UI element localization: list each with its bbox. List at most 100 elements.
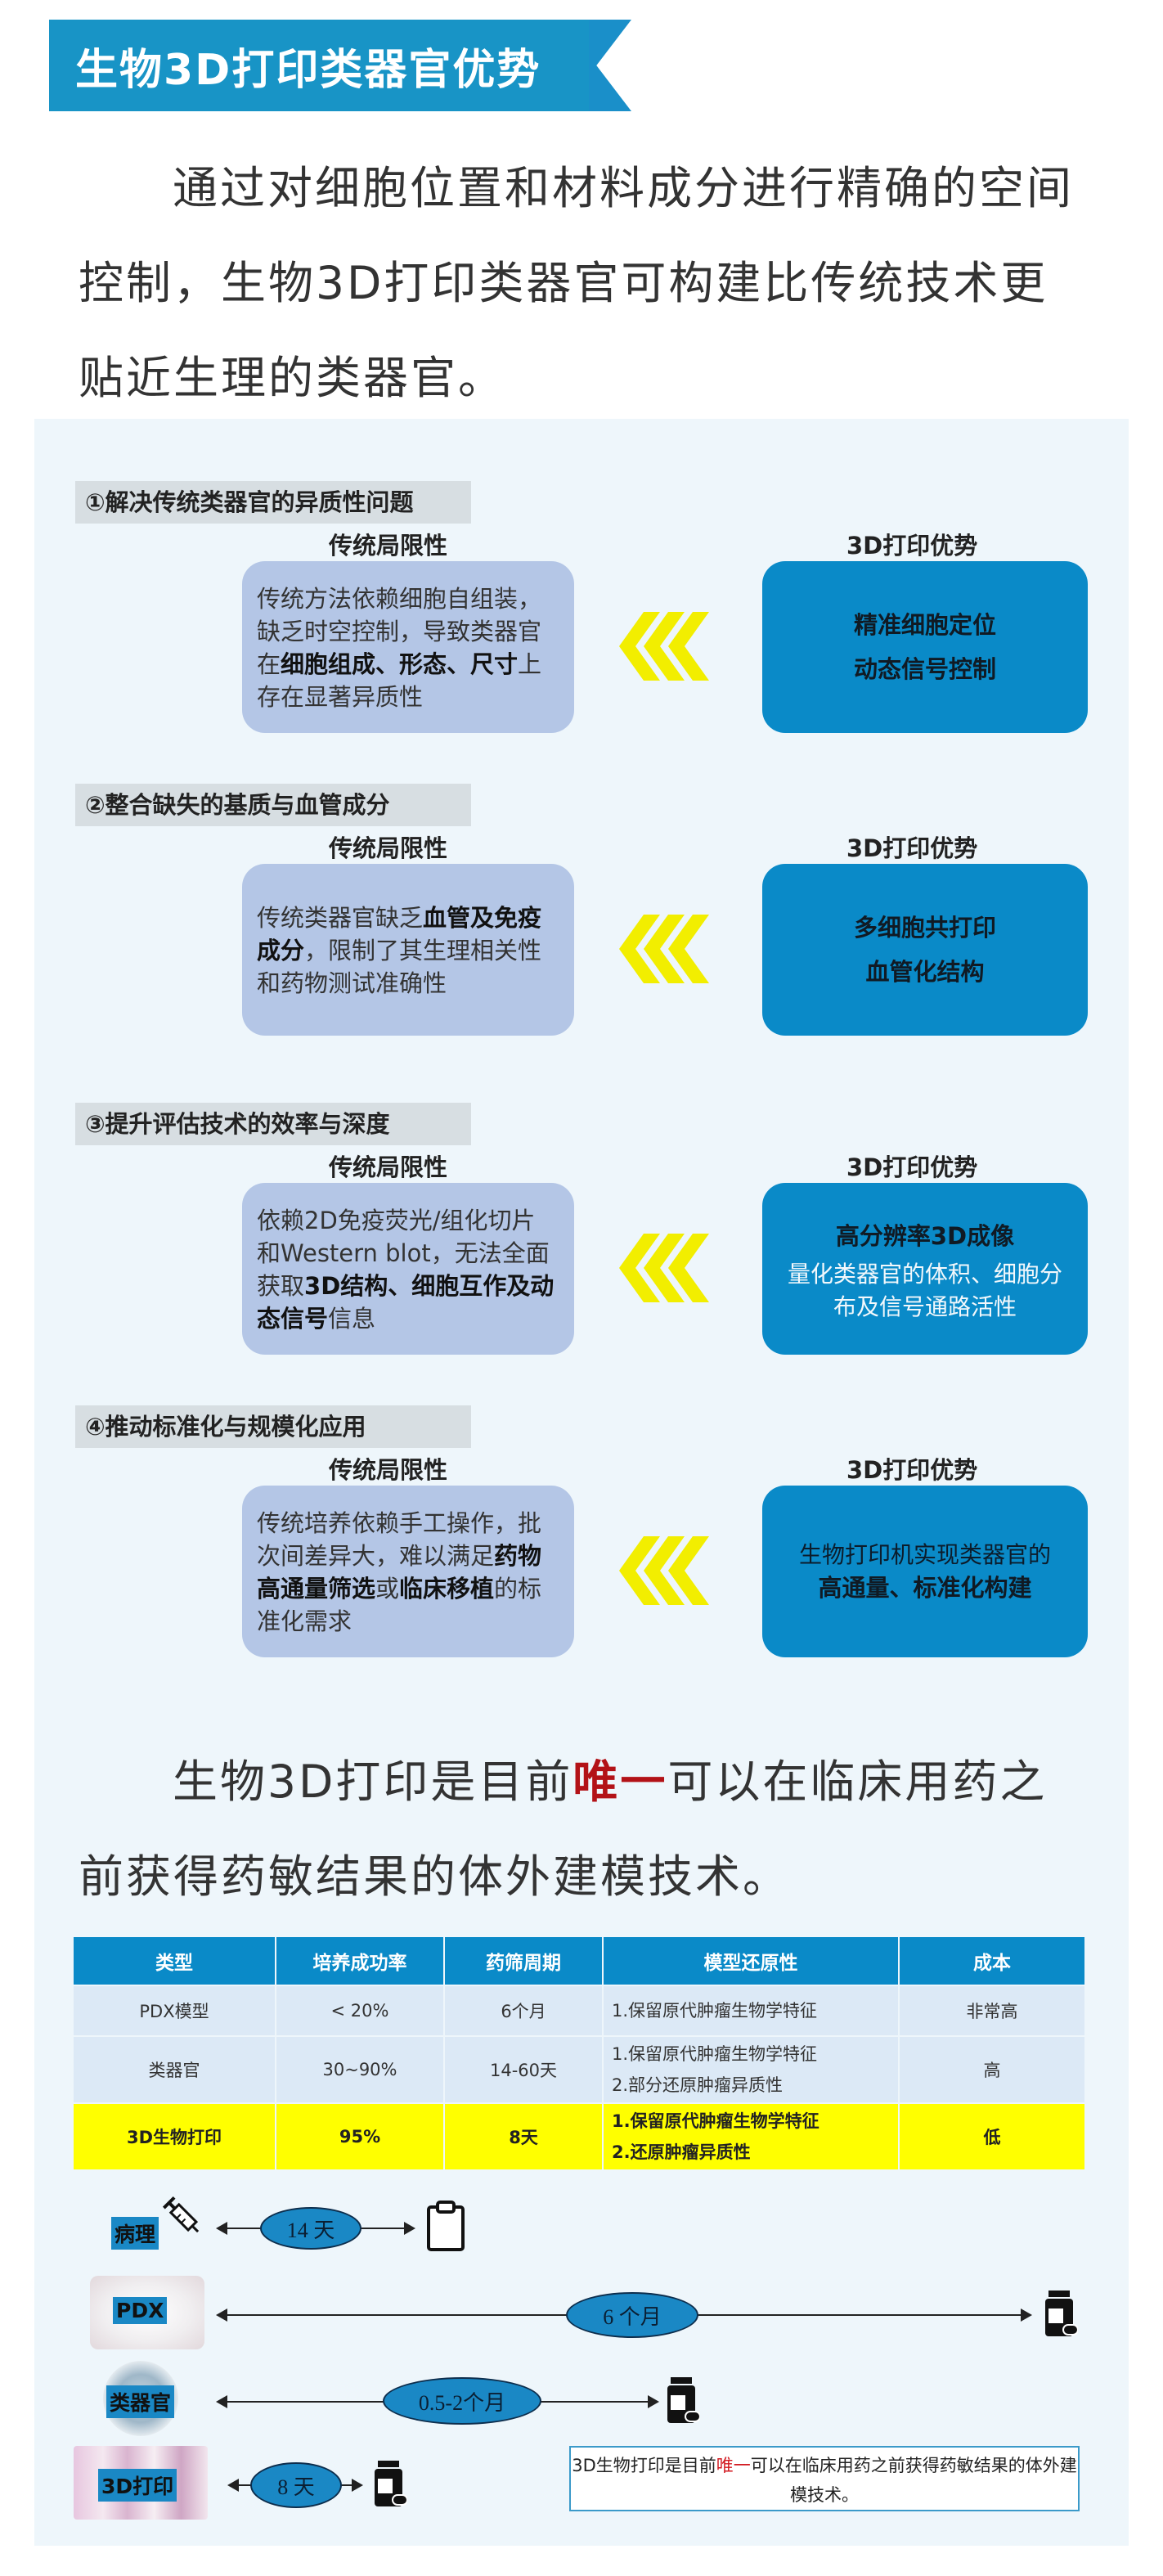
intro-paragraph: 通过对细胞位置和材料成分进行精确的空间控制，生物3D打印类器官可构建比传统技术更… bbox=[79, 162, 1075, 404]
printing-advantage-heading: 3D打印优势 bbox=[846, 1456, 978, 1484]
statement-highlight: 唯一 bbox=[573, 1756, 668, 1808]
table-cell: 1.保留原代肿瘤生物学特征 bbox=[604, 1986, 898, 2035]
section-standardization: ④推动标准化与规模化应用 传统局限性 3D打印优势 传统培养依赖手工操作，批次间… bbox=[75, 1405, 1098, 1700]
left-chevrons-icon bbox=[619, 915, 709, 983]
advantage-line: 高分辨率3D成像 bbox=[835, 1222, 1015, 1250]
title-banner: 生物3D打印类器官优势 bbox=[49, 20, 631, 111]
advantage-line: 高通量、标准化构建 bbox=[818, 1574, 1032, 1602]
section-heterogeneity: ①解决传统类器官的异质性问题 传统局限性 3D打印优势 传统方法依赖细胞自组装，… bbox=[75, 481, 1098, 775]
column-header: 药筛周期 bbox=[445, 1937, 602, 1985]
printing-advantage-heading: 3D打印优势 bbox=[846, 1153, 978, 1181]
comparison-table: 类型 培养成功率 药筛周期 模型还原性 成本 PDX模型 < 20% 6个月 1… bbox=[72, 1935, 1086, 2171]
limits-text: 传统类器官缺乏 bbox=[257, 904, 424, 932]
section-title: ③提升评估技术的效率与深度 bbox=[75, 1103, 471, 1145]
timeline-label-organoid: 类器官 bbox=[106, 2385, 175, 2418]
table-cell: 14-60天 bbox=[445, 2037, 602, 2102]
page-title: 生物3D打印类器官优势 bbox=[75, 45, 541, 95]
limits-text: 传统培养依赖手工操作，批次间差异大，难以满足 bbox=[257, 1509, 542, 1570]
advantage-subtext: 生物打印机实现类器官的 bbox=[798, 1541, 1051, 1568]
timeline-label-3d-print: 3D打印 bbox=[98, 2469, 177, 2502]
arrow-left-icon bbox=[216, 2395, 227, 2408]
printing-advantage-box: 精准细胞定位 动态信号控制 bbox=[762, 561, 1088, 733]
arrow-left-icon bbox=[227, 2479, 239, 2492]
limits-text-end: ，限制了其生理相关性和药物测试准确性 bbox=[257, 937, 542, 997]
syringe-icon bbox=[162, 2196, 200, 2233]
table-cell: 6个月 bbox=[445, 1986, 602, 2035]
section-matrix-vascular: ②整合缺失的基质与血管成分 传统局限性 3D打印优势 传统类器官缺乏血管及免疫成… bbox=[75, 784, 1098, 1078]
limits-text-end: 的标准化需求 bbox=[257, 1575, 542, 1635]
table-cell: PDX模型 bbox=[74, 1986, 275, 2035]
summary-box: 3D生物打印是目前唯一可以在临床用药之前获得药敏结果的体外建模技术。 bbox=[569, 2446, 1080, 2511]
duration-oval: 8 天 bbox=[250, 2462, 342, 2508]
table-cell: 95% bbox=[276, 2104, 443, 2169]
printing-advantage-heading: 3D打印优势 bbox=[846, 834, 978, 862]
limits-bold: 临床移植 bbox=[399, 1575, 495, 1603]
printing-advantage-box: 生物打印机实现类器官的 高通量、标准化构建 bbox=[762, 1486, 1088, 1657]
printing-advantage-box: 多细胞共打印 血管化结构 bbox=[762, 864, 1088, 1036]
duration-oval: 0.5-2个月 bbox=[383, 2377, 541, 2425]
table-row: 类器官 30~90% 14-60天 1.保留原代肿瘤生物学特征 2.部分还原肿瘤… bbox=[74, 2037, 1084, 2102]
arrow-right-icon bbox=[648, 2395, 659, 2408]
advantage-line: 精准细胞定位 bbox=[853, 611, 996, 639]
table-row-highlight: 3D生物打印 95% 8天 1.保留原代肿瘤生物学特征 2.还原肿瘤异质性 低 bbox=[74, 2104, 1084, 2169]
advantage-line: 血管化结构 bbox=[865, 958, 985, 986]
traditional-limits-box: 传统类器官缺乏血管及免疫成分，限制了其生理相关性和药物测试准确性 bbox=[242, 864, 574, 1036]
medicine-bottle-icon bbox=[1045, 2291, 1078, 2336]
fidelity-item: 1.保留原代肿瘤生物学特征 bbox=[612, 2111, 819, 2131]
limits-bold: 药物高通量筛选 bbox=[257, 1542, 542, 1603]
fidelity-item: 1.保留原代肿瘤生物学特征 bbox=[612, 2044, 818, 2064]
traditional-limits-heading: 传统局限性 bbox=[329, 834, 448, 862]
arrow-right-icon bbox=[404, 2222, 415, 2235]
table-cell: 类器官 bbox=[74, 2037, 275, 2102]
table-cell: < 20% bbox=[276, 1986, 443, 2035]
traditional-limits-box: 传统培养依赖手工操作，批次间差异大，难以满足药物高通量筛选或临床移植的标准化需求 bbox=[242, 1486, 574, 1657]
left-chevrons-icon bbox=[619, 1536, 709, 1605]
title-banner-inner: 生物3D打印类器官优势 bbox=[49, 20, 589, 111]
section-title: ②整合缺失的基质与血管成分 bbox=[75, 784, 471, 826]
traditional-limits-heading: 传统局限性 bbox=[329, 1153, 448, 1181]
table-cell: 3D生物打印 bbox=[74, 2104, 275, 2169]
table-cell: 8天 bbox=[445, 2104, 602, 2169]
arrow-right-icon bbox=[1021, 2309, 1032, 2322]
advantage-line: 多细胞共打印 bbox=[853, 914, 996, 942]
limits-bold: 血管及免疫成分 bbox=[257, 904, 542, 964]
limits-text: 依赖2D免疫荧光/组化切片和Western blot，无法全面获取 bbox=[257, 1207, 550, 1300]
unique-statement: 生物3D打印是目前唯一可以在临床用药之前获得药敏结果的体外建模技术。 bbox=[79, 1734, 1093, 1924]
duration-oval: 14 天 bbox=[260, 2207, 361, 2250]
table-cell: 1.保留原代肿瘤生物学特征 2.还原肿瘤异质性 bbox=[604, 2104, 898, 2169]
table-cell: 30~90% bbox=[276, 2037, 443, 2102]
column-header: 培养成功率 bbox=[276, 1937, 443, 1985]
arrow-right-icon bbox=[352, 2479, 363, 2492]
limits-bold: 细胞组成、形态、尺寸 bbox=[281, 650, 519, 678]
section-title: ④推动标准化与规模化应用 bbox=[75, 1405, 471, 1448]
column-header: 类型 bbox=[74, 1937, 275, 1985]
limits-text: 传统方法依赖细胞自组装，缺乏时空控制，导致类器官在 bbox=[257, 585, 542, 678]
column-header: 模型还原性 bbox=[604, 1937, 898, 1985]
traditional-limits-heading: 传统局限性 bbox=[329, 1456, 448, 1484]
advantage-subtext: 量化类器官的体积、细胞分布及信号通路活性 bbox=[787, 1261, 1062, 1320]
advantage-line: 动态信号控制 bbox=[853, 655, 996, 683]
statement-text-end: 可以在临床用药之前获得药敏结果的体外建模技术。 bbox=[79, 1756, 1048, 1903]
fidelity-item: 2.还原肿瘤异质性 bbox=[612, 2142, 751, 2162]
printing-advantage-box: 高分辨率3D成像 量化类器官的体积、细胞分布及信号通路活性 bbox=[762, 1183, 1088, 1355]
timeline-label-pathology: 病理 bbox=[111, 2217, 159, 2250]
table-cell: 1.保留原代肿瘤生物学特征 2.部分还原肿瘤异质性 bbox=[604, 2037, 898, 2102]
medicine-bottle-icon bbox=[667, 2377, 700, 2423]
column-header: 成本 bbox=[900, 1937, 1084, 1985]
statement-text: 生物3D打印是目前 bbox=[173, 1756, 573, 1808]
limits-text-mid: 或 bbox=[375, 1575, 400, 1603]
left-chevrons-icon bbox=[619, 612, 709, 681]
traditional-limits-box: 传统方法依赖细胞自组装，缺乏时空控制，导致类器官在细胞组成、形态、尺寸上存在显著… bbox=[242, 561, 574, 733]
section-title: ①解决传统类器官的异质性问题 bbox=[75, 481, 471, 524]
content-panel bbox=[34, 419, 1129, 2546]
traditional-limits-heading: 传统局限性 bbox=[329, 532, 448, 560]
medicine-bottle-icon bbox=[375, 2461, 407, 2506]
arrow-left-icon bbox=[216, 2309, 227, 2322]
table-cell: 低 bbox=[900, 2104, 1084, 2169]
traditional-limits-box: 依赖2D免疫荧光/组化切片和Western blot，无法全面获取3D结构、细胞… bbox=[242, 1183, 574, 1355]
table-row: PDX模型 < 20% 6个月 1.保留原代肿瘤生物学特征 非常高 bbox=[74, 1986, 1084, 2035]
table-cell: 高 bbox=[900, 2037, 1084, 2102]
table-cell: 非常高 bbox=[900, 1986, 1084, 2035]
timeline-label-pdx: PDX bbox=[113, 2297, 168, 2324]
section-evaluation: ③提升评估技术的效率与深度 传统局限性 3D打印优势 依赖2D免疫荧光/组化切片… bbox=[75, 1103, 1098, 1397]
